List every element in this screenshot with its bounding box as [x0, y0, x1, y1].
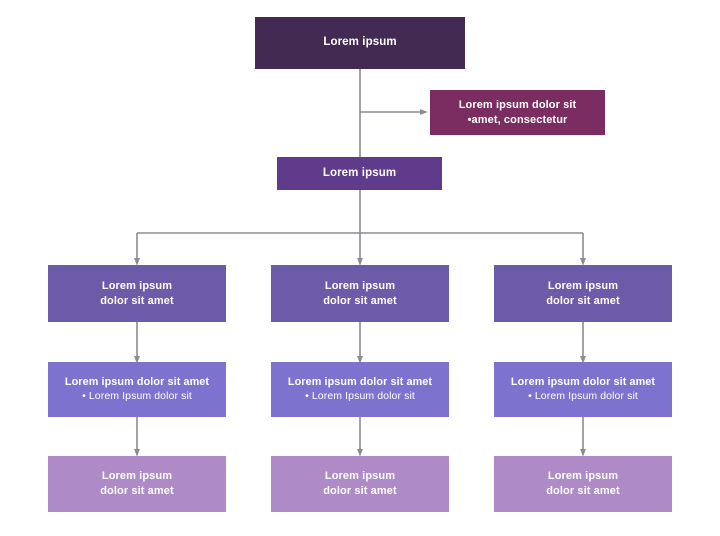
node-leaf-right-line1: Lorem ipsum [547, 470, 619, 483]
node-detail-right[interactable]: Lorem ipsum dolor sit amet • Lorem Ipsum… [494, 362, 672, 417]
node-detail-left-line2: • Lorem Ipsum dolor sit [82, 389, 192, 402]
node-branch-left-line2: dolor sit amet [100, 294, 174, 307]
node-detail-right-line1: Lorem ipsum dolor sit amet [510, 376, 656, 389]
node-branch-right-line2: dolor sit amet [546, 294, 620, 307]
node-callout-line2: •amet, consectetur [467, 113, 568, 126]
node-root-line1: Lorem ipsum [323, 36, 397, 49]
node-callout[interactable]: Lorem ipsum dolor sit •amet, consectetur [430, 90, 605, 135]
node-detail-left-line1: Lorem ipsum dolor sit amet [64, 376, 210, 389]
node-leaf-right-line2: dolor sit amet [546, 485, 620, 497]
node-leaf-center-line1: Lorem ipsum [324, 470, 396, 483]
node-branch-right-line1: Lorem ipsum [547, 279, 619, 292]
node-branch-right[interactable]: Lorem ipsum dolor sit amet [494, 265, 672, 322]
node-leaf-center-line2: dolor sit amet [323, 485, 397, 497]
node-callout-line1: Lorem ipsum dolor sit [458, 98, 577, 111]
node-leaf-left-line1: Lorem ipsum [101, 470, 173, 483]
node-leaf-left[interactable]: Lorem ipsum dolor sit amet [48, 456, 226, 512]
node-detail-left[interactable]: Lorem ipsum dolor sit amet • Lorem Ipsum… [48, 362, 226, 417]
node-leaf-center[interactable]: Lorem ipsum dolor sit amet [271, 456, 449, 512]
node-leaf-right[interactable]: Lorem ipsum dolor sit amet [494, 456, 672, 512]
node-detail-right-line2: • Lorem Ipsum dolor sit [528, 389, 638, 402]
node-branch-center[interactable]: Lorem ipsum dolor sit amet [271, 265, 449, 322]
node-level2-line1: Lorem ipsum [322, 166, 397, 179]
node-branch-left-line1: Lorem ipsum [101, 279, 173, 292]
node-branch-left[interactable]: Lorem ipsum dolor sit amet [48, 265, 226, 322]
node-branch-center-line1: Lorem ipsum [324, 279, 396, 292]
node-branch-center-line2: dolor sit amet [323, 294, 397, 307]
node-detail-center-line2: • Lorem Ipsum dolor sit [305, 389, 415, 402]
node-root[interactable]: Lorem ipsum [255, 17, 465, 69]
node-level2[interactable]: Lorem ipsum [277, 157, 442, 190]
node-detail-center-line1: Lorem ipsum dolor sit amet [287, 376, 433, 389]
node-leaf-left-line2: dolor sit amet [100, 485, 174, 497]
node-detail-center[interactable]: Lorem ipsum dolor sit amet • Lorem Ipsum… [271, 362, 449, 417]
